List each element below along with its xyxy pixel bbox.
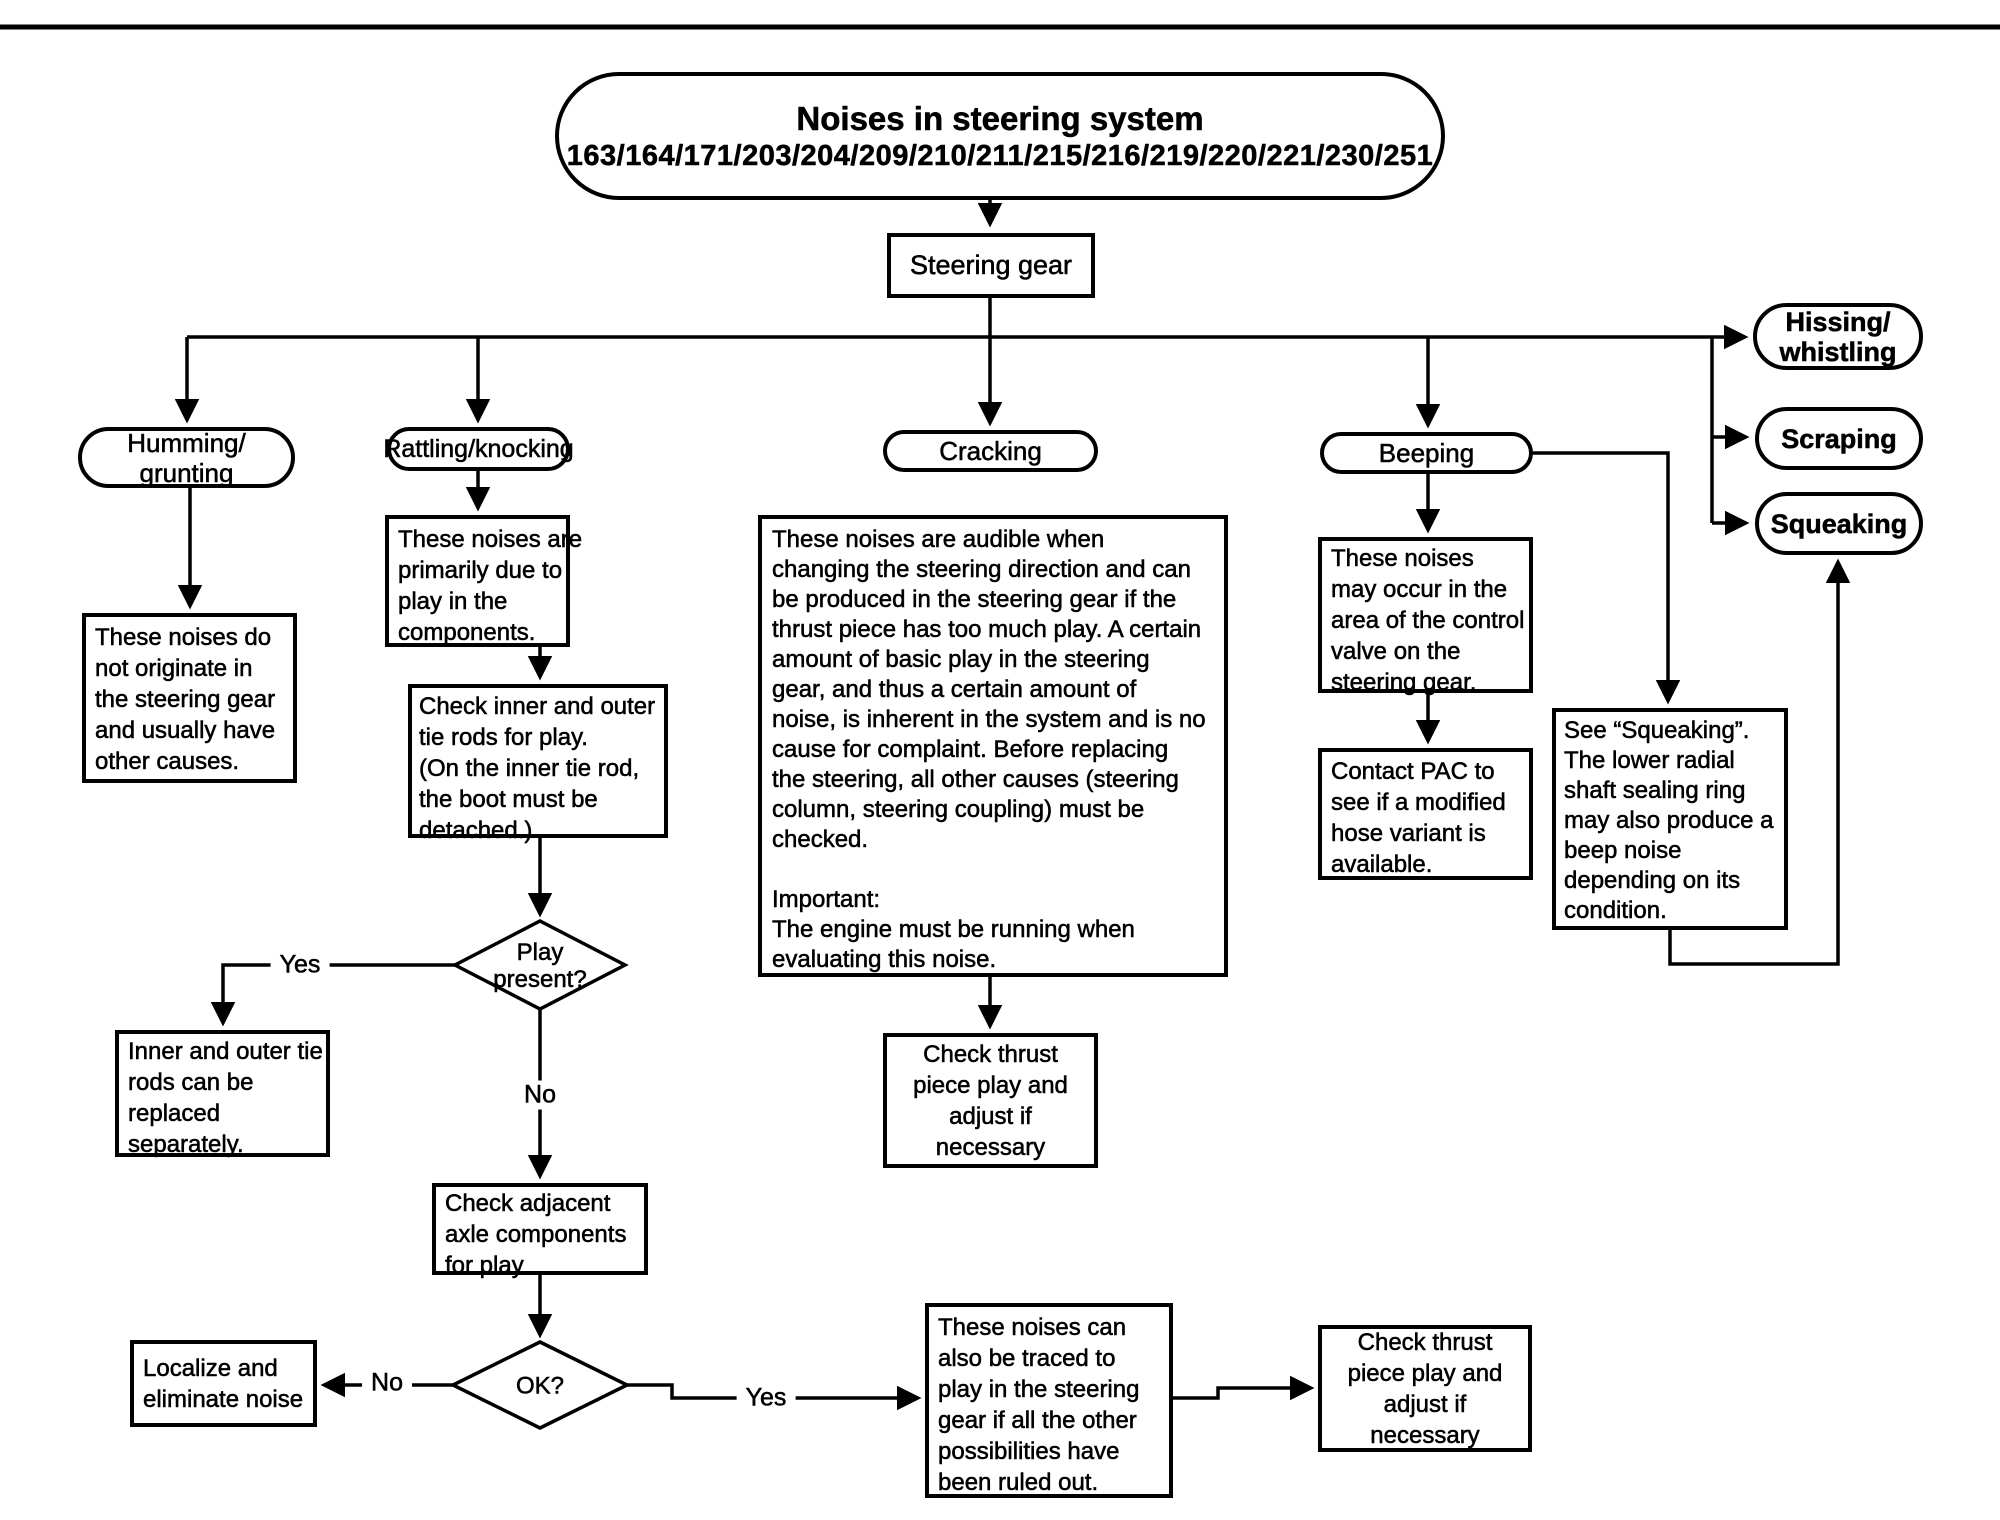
oval-squeaking: Squeaking	[1755, 492, 1923, 555]
ok-label: OK?	[515, 1372, 565, 1400]
humming-desc-box: These noises do not originate in the ste…	[82, 613, 297, 783]
play-present-diamond	[451, 919, 629, 1011]
page-title-codes: 163/164/171/203/204/209/210/211/215/216/…	[566, 140, 1434, 173]
ok-diamond	[449, 1340, 631, 1430]
rattling-desc-box: These noises are primarily due to play i…	[385, 515, 582, 647]
page-title: Noises in steering system	[796, 100, 1204, 138]
oval-scraping: Scraping	[1755, 407, 1923, 470]
cracking-desc-box: These noises are audible when changing t…	[758, 515, 1228, 977]
edge-label-ok-yes: Yes	[736, 1383, 796, 1413]
oval-hissing-whistling: Hissing/ whistling	[1753, 303, 1923, 370]
see-squeaking-box: See “Squeaking”. The lower radial shaft …	[1552, 708, 1788, 930]
oval-beeping: Beeping	[1320, 432, 1533, 474]
tie-rod-check-box: Check inner and outer tie rods for play.…	[408, 684, 668, 844]
oval-cracking: Cracking	[883, 430, 1098, 472]
edge-label-play-yes: Yes	[270, 950, 330, 980]
axle-check-box: Check adjacent axle components for play	[432, 1183, 648, 1279]
contact-pac-box: Contact PAC to see if a modified hose va…	[1318, 748, 1533, 880]
localize-box: Localize and eliminate noise	[130, 1340, 317, 1427]
check-thrust-bottom-box: Check thrust piece play and adjust if ne…	[1318, 1325, 1532, 1452]
oval-rattling-knocking: Rattling/knocking	[383, 427, 574, 471]
beeping-desc-box: These noises may occur in the area of th…	[1318, 537, 1533, 696]
edge-label-ok-no: No	[362, 1368, 412, 1398]
edge-label-play-no: No	[515, 1080, 565, 1110]
play-present-label: Play present?	[493, 939, 587, 994]
steering-gear-box: Steering gear	[887, 233, 1095, 298]
title-oval: Noises in steering system 163/164/171/20…	[555, 72, 1445, 200]
check-thrust-mid-box: Check thrust piece play and adjust if ne…	[883, 1033, 1098, 1168]
tie-rod-replace-box: Inner and outer tie rods can be replaced…	[115, 1030, 330, 1158]
traced-box: These noises can also be traced to play …	[925, 1303, 1173, 1498]
oval-humming-grunting: Humming/ grunting	[78, 427, 295, 488]
